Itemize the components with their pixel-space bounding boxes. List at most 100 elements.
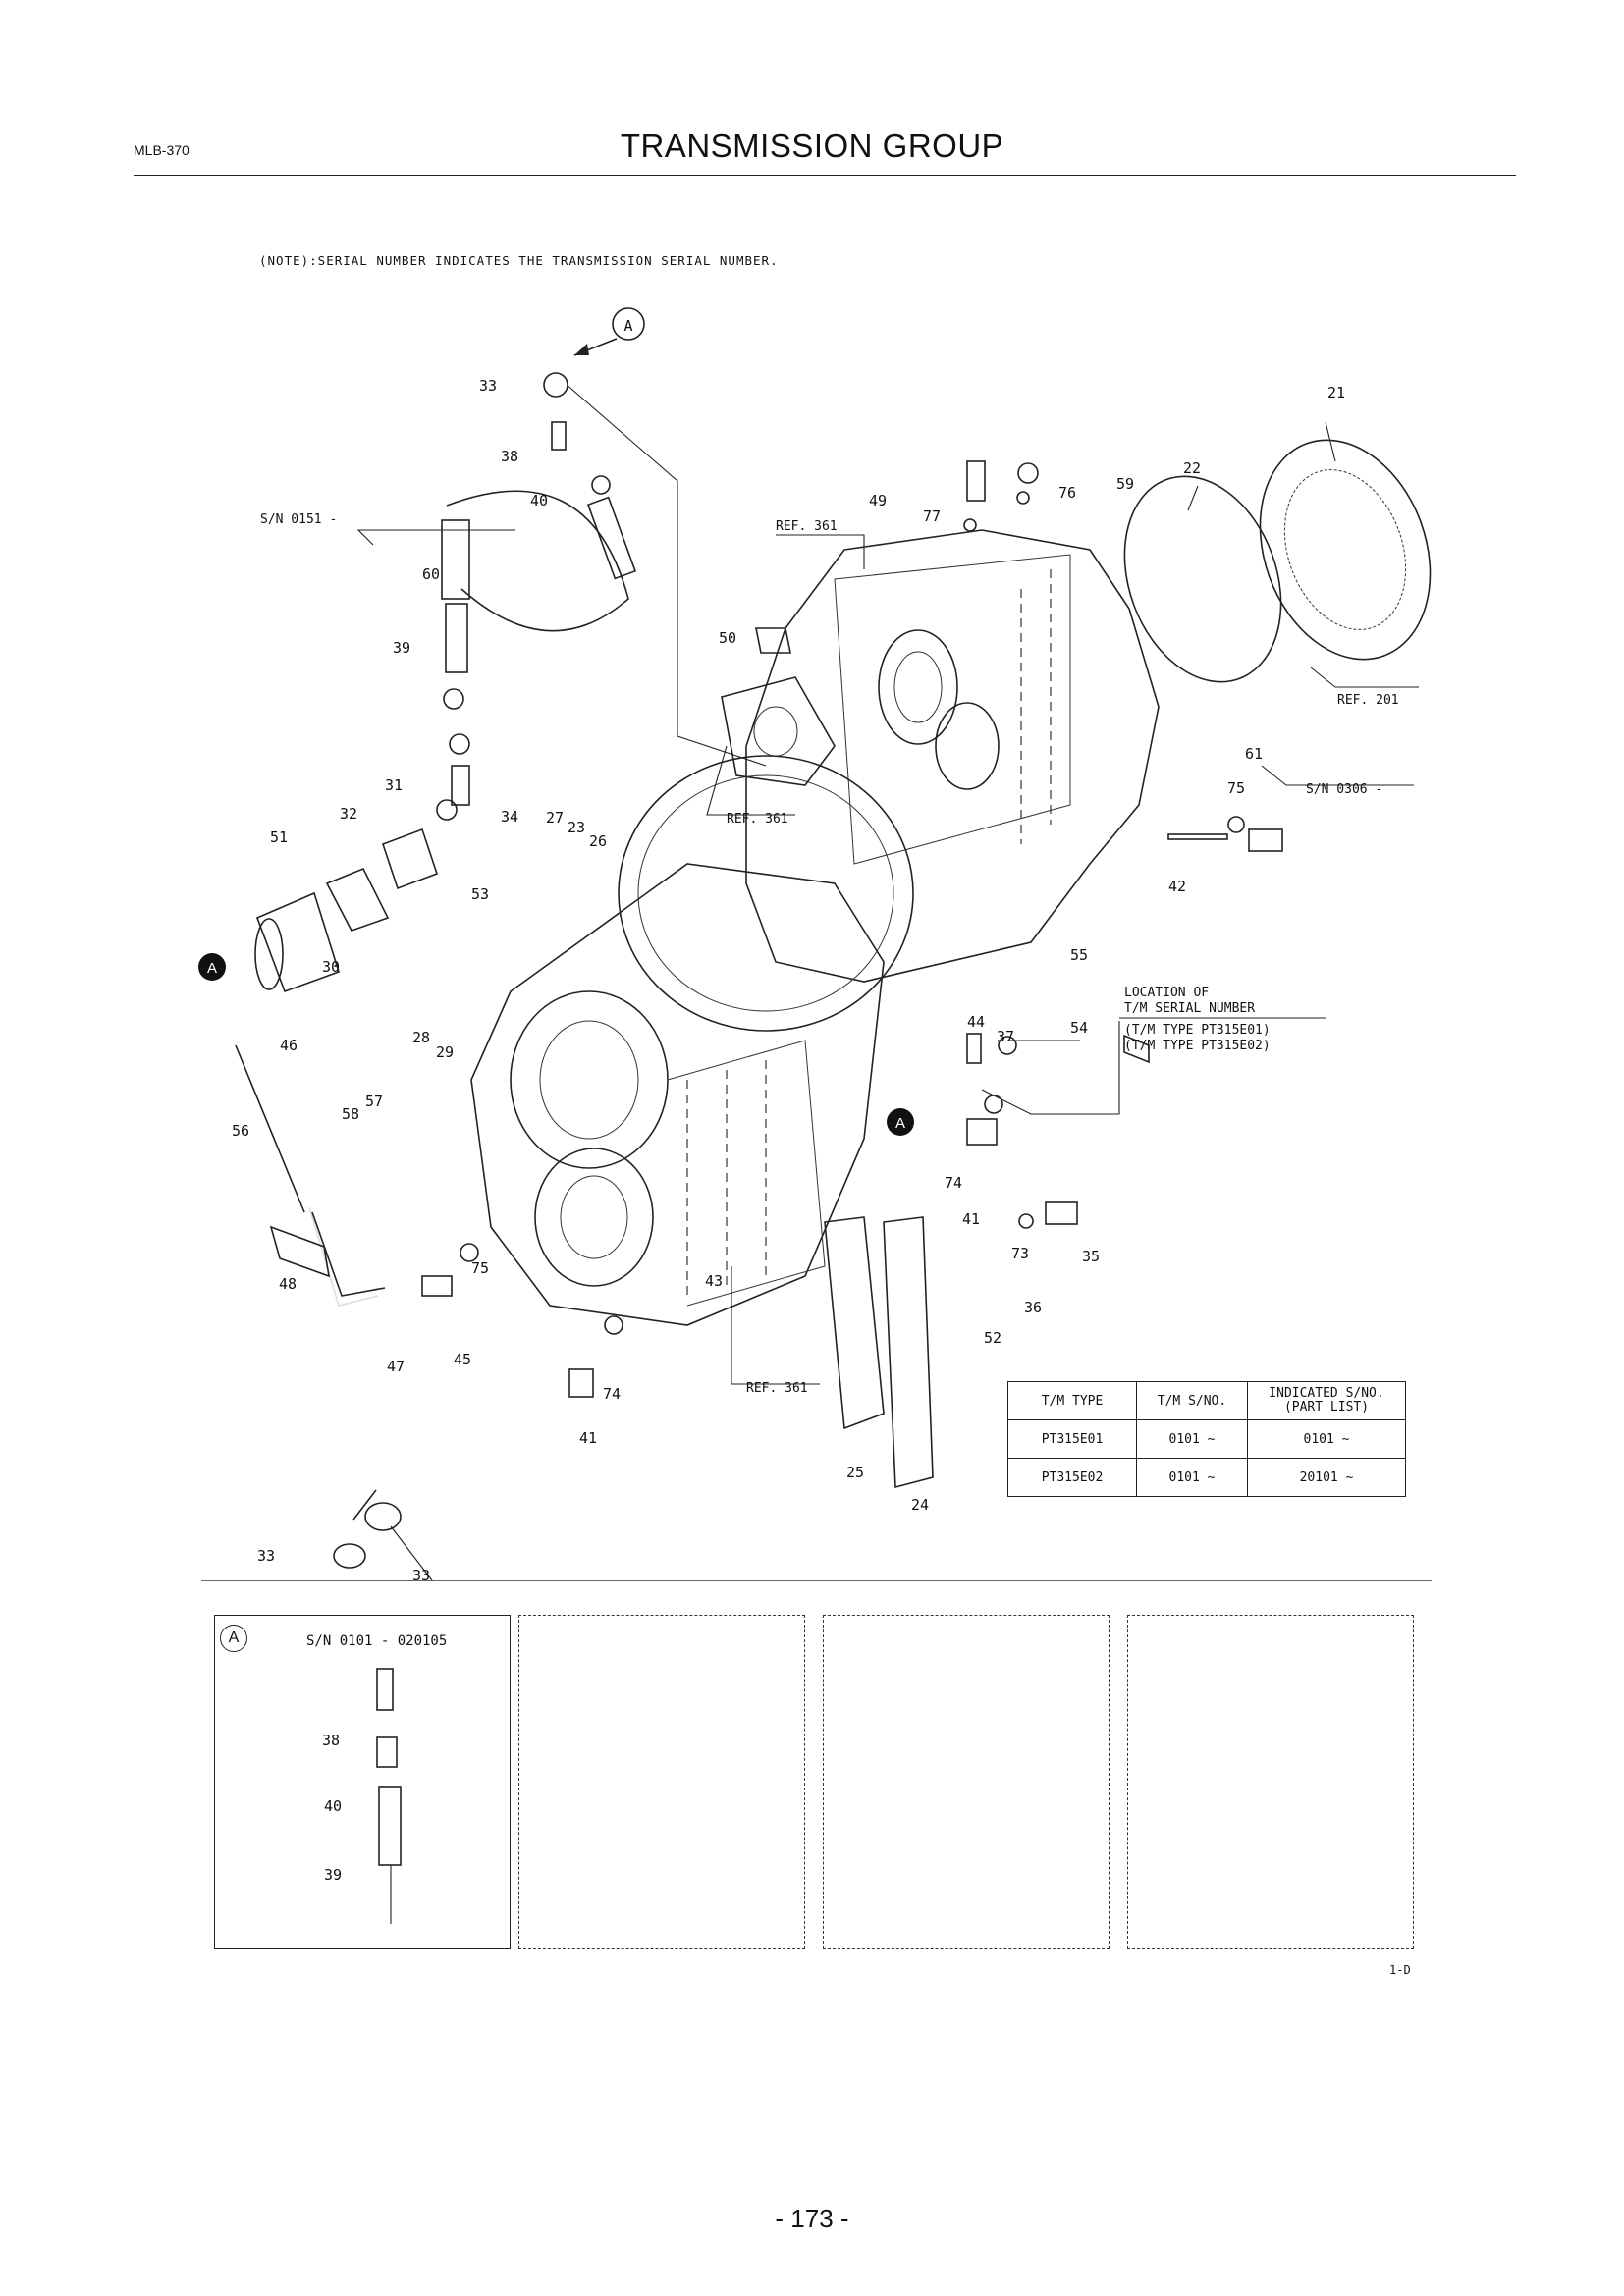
part-label-74: 74 (603, 1385, 621, 1403)
view-a-callout: A (573, 307, 645, 356)
part-label-76: 76 (1058, 484, 1076, 502)
part-label-74: 74 (945, 1174, 962, 1192)
part-label-28: 28 (412, 1029, 430, 1046)
gasket-22 (1123, 475, 1282, 683)
part-label-39: 39 (393, 639, 410, 657)
serial-number-table: T/M TYPE T/M S/NO. INDICATED S/NO. (PART… (1007, 1381, 1406, 1497)
part-label-34: 34 (501, 808, 518, 826)
table-row: PT315E01 0101 ~ 0101 ~ (1007, 1419, 1406, 1459)
inset-a-mark: A (220, 1625, 247, 1652)
inset-a-drawing (333, 1489, 433, 1924)
inset-part-label-33: 33 (257, 1547, 275, 1565)
header-rule (134, 175, 1516, 176)
part-label-32: 32 (340, 805, 357, 823)
inset-part-label-40: 40 (324, 1797, 342, 1815)
part-label-75: 75 (471, 1259, 489, 1277)
transmission-housing (470, 529, 1160, 1326)
part-label-43: 43 (705, 1272, 723, 1290)
part-label-58: 58 (342, 1105, 359, 1123)
part-label-24: 24 (911, 1496, 929, 1514)
part-label-27: 27 (546, 809, 564, 827)
part-label-44: 44 (967, 1013, 985, 1031)
location-type-1: (T/M TYPE PT315E01) (1124, 1023, 1271, 1038)
cover-plates (824, 1216, 934, 1489)
inset-part-label-33: 33 (412, 1567, 430, 1584)
location-type-2: (T/M TYPE PT315E02) (1124, 1039, 1271, 1053)
part-label-42: 42 (1168, 878, 1186, 895)
ref-201-label: REF. 201 (1337, 693, 1399, 708)
section-separator (201, 1580, 1432, 1581)
part-label-25: 25 (846, 1464, 864, 1481)
figure-reference: 1-D (1389, 1963, 1411, 1977)
col-tm-sno: T/M S/NO. (1136, 1381, 1248, 1420)
part-label-46: 46 (280, 1037, 298, 1054)
inset-part-label-38: 38 (322, 1732, 340, 1749)
leader-lines (356, 421, 1419, 1385)
row1-indicated: 0101 ~ (1247, 1419, 1406, 1459)
part-label-21: 21 (1327, 384, 1345, 401)
inset-panel-a (214, 1615, 511, 1949)
part-label-61: 61 (1245, 745, 1263, 763)
serial-table-header-row: T/M TYPE T/M S/NO. INDICATED S/NO. (PART… (1007, 1381, 1406, 1420)
svg-text:A: A (895, 1115, 905, 1132)
filler-pipe (235, 1044, 386, 1307)
row2-indicated: 20101 ~ (1247, 1458, 1406, 1497)
part-label-75: 75 (1227, 779, 1245, 797)
col-indicated-sno: INDICATED S/NO. (PART LIST) (1247, 1381, 1406, 1420)
page-title: TRANSMISSION GROUP (620, 128, 1004, 164)
part-label-26: 26 (589, 832, 607, 850)
part-label-29: 29 (436, 1043, 454, 1061)
inset-part-label-39: 39 (324, 1866, 342, 1884)
part-label-60: 60 (422, 565, 440, 583)
inset-panel-empty-3 (1127, 1615, 1414, 1949)
part-label-53: 53 (471, 885, 489, 903)
marker-a-center: A (887, 1108, 914, 1136)
view-a-label: A (623, 317, 632, 335)
part-label-41: 41 (962, 1210, 980, 1228)
part-label-56: 56 (232, 1122, 249, 1140)
part-label-55: 55 (1070, 946, 1088, 964)
sn-0306-label: S/N 0306 - (1306, 782, 1382, 797)
part-label-37: 37 (997, 1028, 1014, 1045)
inset-panel-empty-2 (823, 1615, 1110, 1949)
inset-labels: 33 33 38 40 39 (257, 1547, 430, 1884)
part-label-47: 47 (387, 1358, 405, 1375)
document-code: MLB-370 (134, 142, 189, 158)
part-label-73: 73 (1011, 1245, 1029, 1262)
ref-361-pump: REF. 361 (727, 812, 788, 827)
inset-panel-empty-1 (518, 1615, 805, 1949)
part-label-59: 59 (1116, 475, 1134, 493)
filter-assembly (254, 828, 439, 993)
part-label-48: 48 (279, 1275, 297, 1293)
part-label-40: 40 (530, 492, 548, 509)
part-label-77: 77 (923, 507, 941, 525)
small-fittings (421, 372, 1283, 1398)
location-title-2: T/M SERIAL NUMBER (1124, 1001, 1255, 1016)
ring-gear-21 (1259, 439, 1432, 661)
part-label-33: 33 (479, 377, 497, 395)
part-label-49: 49 (869, 492, 887, 509)
svg-text:A: A (207, 960, 217, 977)
part-label-57: 57 (365, 1093, 383, 1110)
part-label-30: 30 (322, 958, 340, 976)
part-label-22: 22 (1183, 459, 1201, 477)
part-label-35: 35 (1082, 1248, 1100, 1265)
serial-note: (NOTE):SERIAL NUMBER INDICATES THE TRANS… (259, 253, 779, 268)
part-label-23: 23 (568, 819, 585, 836)
marker-a-left: A (198, 953, 226, 981)
oil-pump (721, 627, 836, 786)
row2-sno: 0101 ~ (1136, 1458, 1248, 1497)
part-label-45: 45 (454, 1351, 471, 1368)
hoses (441, 382, 767, 767)
row1-sno: 0101 ~ (1136, 1419, 1248, 1459)
row1-type: PT315E01 (1007, 1419, 1137, 1459)
ref-361-bottom: REF. 361 (746, 1381, 808, 1396)
row2-type: PT315E02 (1007, 1458, 1137, 1497)
part-label-54: 54 (1070, 1019, 1088, 1037)
part-label-41: 41 (579, 1429, 597, 1447)
ref-361-top: REF. 361 (776, 519, 838, 534)
part-label-50: 50 (719, 629, 736, 647)
sn-0151-label: S/N 0151 - (260, 512, 337, 527)
col-tm-type: T/M TYPE (1007, 1381, 1137, 1420)
